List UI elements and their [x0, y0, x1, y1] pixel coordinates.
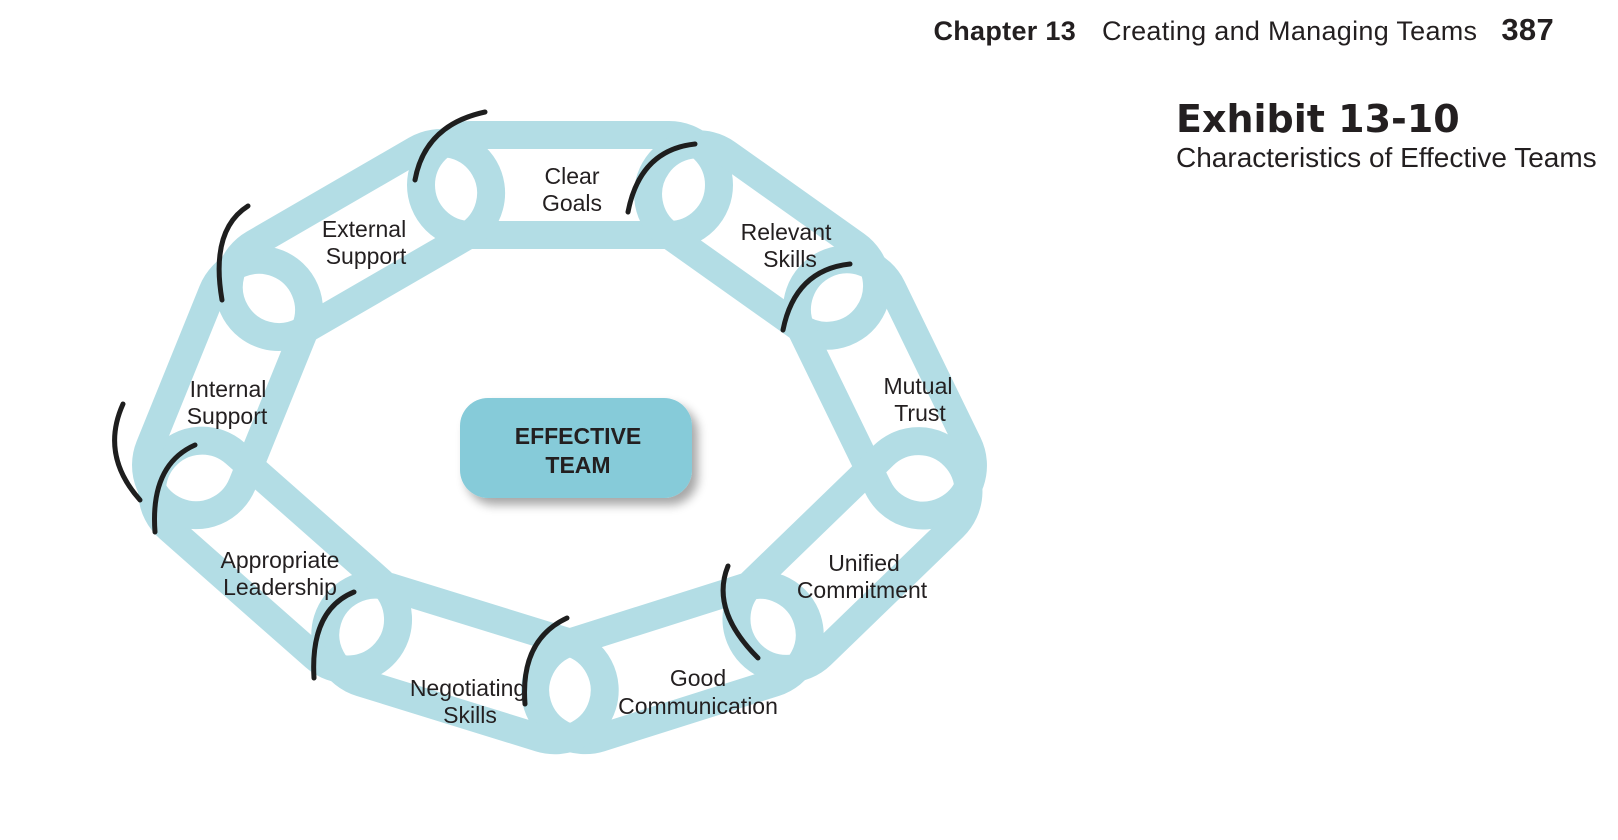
- junction-arc-4: [216, 203, 251, 303]
- exhibit-caption: Exhibit 13-10 Characteristics of Effecti…: [1176, 96, 1597, 174]
- chain-link-negotiating-skills: [311, 570, 619, 755]
- junction-arc-5: [112, 401, 143, 503]
- junction-arc-3: [780, 261, 853, 333]
- chain-link-good-communication: [521, 570, 824, 755]
- junction-arc-6: [152, 442, 198, 535]
- chain-link-external-support: [214, 129, 506, 351]
- page-number: 387: [1501, 12, 1554, 47]
- chain-link-mutual-trust: [782, 245, 987, 530]
- junction-arc-7: [311, 589, 357, 681]
- chain-link-internal-support: [132, 245, 323, 530]
- exhibit-number: Exhibit 13-10: [1176, 97, 1460, 141]
- chain-link-relevant-skills: [634, 130, 892, 350]
- chain-junction-arcs: [112, 109, 853, 707]
- running-head: Chapter 13 Creating and Managing Teams 387: [933, 12, 1554, 48]
- chain-links: [132, 121, 987, 755]
- chapter-title: Creating and Managing Teams: [1102, 16, 1478, 46]
- junction-arc-2: [625, 141, 698, 215]
- junction-arc-9: [720, 563, 761, 661]
- exhibit-title: Characteristics of Effective Teams: [1176, 142, 1597, 173]
- center-box-shape: [460, 398, 692, 498]
- chain-link-appropriate-leadership: [138, 426, 413, 684]
- chapter-number: Chapter 13: [933, 16, 1077, 46]
- junction-arc-1: [412, 109, 488, 183]
- chain-link-clear-goals: [407, 121, 733, 249]
- junction-arc-8: [522, 615, 570, 707]
